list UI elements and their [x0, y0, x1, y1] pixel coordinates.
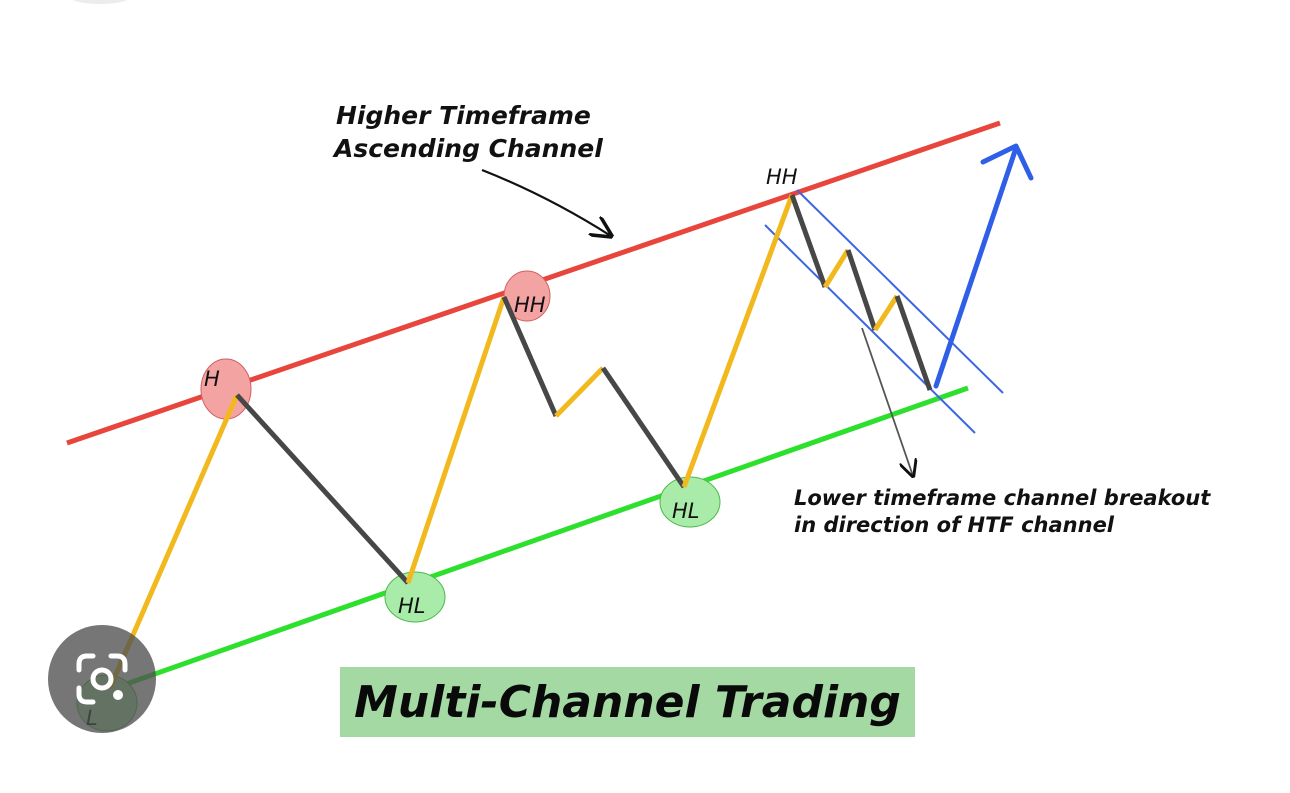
title-banner: Multi-Channel Trading [340, 667, 915, 737]
up-leg [872, 294, 900, 332]
annotation-line-1: Higher Timeframe [336, 101, 591, 130]
down-leg [789, 194, 828, 288]
swing-label-hl-1: HL [398, 594, 426, 618]
ltf-channel-upper-line [796, 189, 1004, 394]
higher-high-marker-1 [503, 270, 551, 322]
background-fade [70, 0, 130, 4]
down-leg [845, 249, 878, 331]
google-lens-icon [76, 653, 128, 705]
higher-low-marker-1 [384, 571, 446, 623]
google-lens-button[interactable] [48, 625, 156, 733]
swing-label-hl-2: HL [672, 499, 700, 523]
down-leg [501, 295, 559, 418]
swing-label-hh-1: HH [514, 293, 546, 317]
breakout-note-line-2: in direction of HTF channel [794, 513, 1115, 537]
swing-label-h: H [204, 367, 220, 391]
up-leg [681, 194, 795, 488]
down-leg [235, 393, 410, 585]
up-leg [405, 296, 507, 584]
lower-channel-line [94, 385, 969, 698]
breakout-arrow [933, 145, 1019, 389]
up-leg [822, 248, 851, 289]
swing-label-hh-2: HH [766, 165, 798, 189]
down-leg [894, 295, 933, 391]
up-leg [554, 366, 605, 418]
breakout-arrow-head [980, 143, 1034, 181]
annotation-line-2: Ascending Channel [332, 134, 603, 163]
breakout-note-line-1: Lower timeframe channel breakout [794, 486, 1211, 510]
diagram-title: Multi-Channel Trading [354, 676, 901, 728]
breakout-note-pointer-arrow [861, 327, 913, 476]
down-leg [600, 366, 687, 489]
ltf-channel-lower-line [764, 224, 976, 434]
annotation-pointer-arrow [481, 168, 611, 236]
